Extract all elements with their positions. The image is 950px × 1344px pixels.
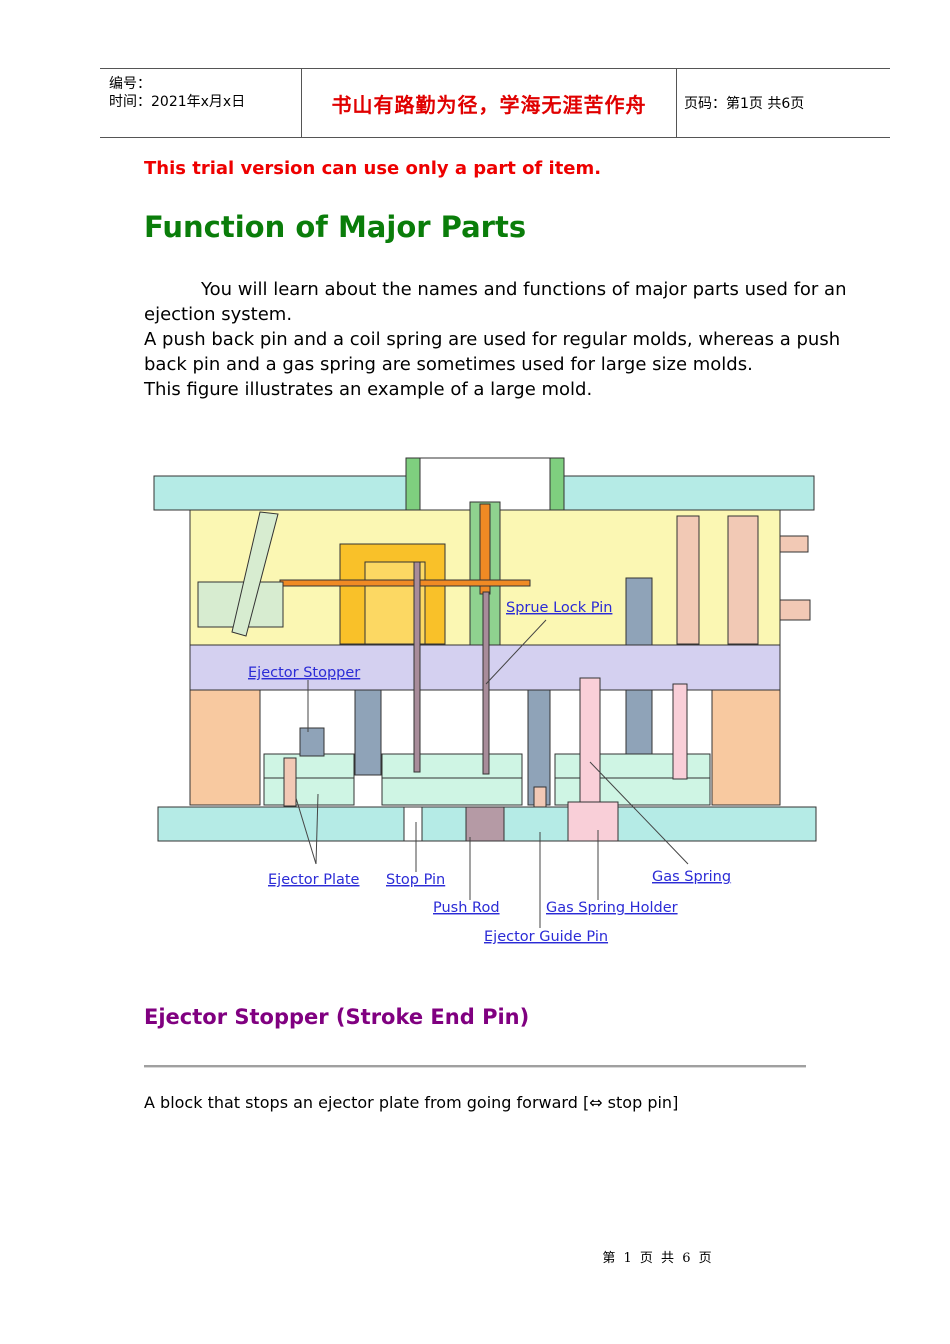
holder-block <box>567 801 619 842</box>
ejector-plate-mid-lower <box>381 777 523 806</box>
connector-a <box>779 535 809 553</box>
push-rod-block <box>465 806 505 842</box>
pillar-1 <box>354 689 382 776</box>
label-gas-spring-holder: Gas Spring Holder <box>546 900 678 916</box>
ejector-plate-right-lower <box>554 777 711 806</box>
label-gas-spring: Gas Spring <box>652 869 731 885</box>
time-label: 时间：2021年x月x日 <box>109 94 246 110</box>
ejector-stopper-block <box>299 727 325 757</box>
mold-diagram: Sprue Lock Pin Ejector Stopper Ejector P… <box>153 457 817 945</box>
leader-ejector-plate-1 <box>295 797 317 865</box>
spacer-block-right <box>711 689 781 806</box>
label-ejector-stopper: Ejector Stopper <box>248 665 360 681</box>
header-table: 编号： 时间：2021年x月x日 书山有路勤为径，学海无涯苦作舟 页码：第1页 … <box>100 68 890 138</box>
ejector-pin-2 <box>482 591 490 775</box>
header-left-cell: 编号： 时间：2021年x月x日 <box>100 69 301 137</box>
leader-ejector-plate-2 <box>315 793 319 865</box>
runner <box>279 579 531 587</box>
ejector-plate-mid-upper <box>381 753 523 779</box>
gas-spring-body <box>579 677 601 809</box>
section-heading: Ejector Stopper (Stroke End Pin) <box>144 1005 530 1029</box>
intro-p2: A push back pin and a coil spring are us… <box>144 329 841 375</box>
motto-text: 书山有路勤为径，学海无涯苦作舟 <box>331 92 647 117</box>
spacer-block-left <box>189 689 261 806</box>
footer-page-number: 第 1 页 共 6 页 <box>602 1251 714 1266</box>
bolt-b <box>727 515 759 645</box>
intro-p1: You will learn about the names and funct… <box>144 279 847 325</box>
top-clamp-plate-right <box>561 475 815 511</box>
header-right-cell: 页码：第1页 共6页 <box>676 69 890 137</box>
page-info: 页码：第1页 共6页 <box>684 96 805 112</box>
label-ejector-plate: Ejector Plate <box>268 872 360 888</box>
label-stop-pin: Stop Pin <box>386 872 445 888</box>
locating-ring <box>405 457 565 511</box>
label-ejector-guide-pin: Ejector Guide Pin <box>484 929 608 945</box>
ejector-plate-upper <box>263 753 355 779</box>
page-title: Function of Major Parts <box>144 210 527 244</box>
gas-spring-rod <box>672 683 688 780</box>
intro-paragraph: You will learn about the names and funct… <box>144 277 864 402</box>
leader-sprue-lock-pin <box>485 619 547 685</box>
top-clamp-plate-left <box>153 475 411 511</box>
ejector-pin-1 <box>413 561 421 773</box>
label-push-rod: Push Rod <box>433 900 500 916</box>
sprue-bush-right <box>549 457 565 511</box>
section-definition: A block that stops an ejector plate from… <box>144 1093 679 1112</box>
bolt-a <box>676 515 700 645</box>
ejector-plate-lower <box>263 777 355 806</box>
angled-pin <box>231 511 279 637</box>
header-center-cell: 书山有路勤为径，学海无涯苦作舟 <box>301 69 677 137</box>
section-divider <box>144 1065 806 1068</box>
intro-p3: This figure illustrates an example of a … <box>144 379 593 400</box>
trial-notice: This trial version can use only a part o… <box>144 158 602 179</box>
connector-b <box>779 599 811 621</box>
leader-gas-spring <box>589 761 689 865</box>
ejector-pin-3 <box>283 757 297 807</box>
number-label: 编号： <box>109 76 151 92</box>
label-sprue-lock-pin: Sprue Lock Pin <box>506 600 612 616</box>
stop-pin-block <box>403 806 423 842</box>
page-footer: 第 1 页 共 6 页 <box>0 1247 950 1266</box>
sprue-bush-left <box>405 457 421 511</box>
